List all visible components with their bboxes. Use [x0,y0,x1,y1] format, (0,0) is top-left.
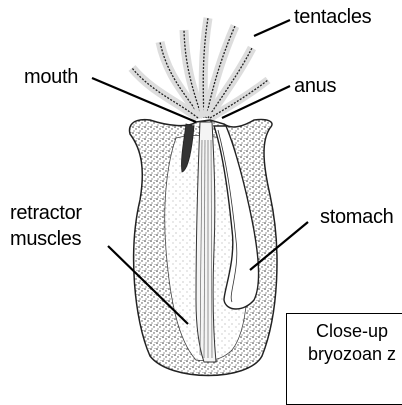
tentacles-label: tentacles [294,6,371,28]
stomach-label: stomach [320,206,394,228]
caption-box: Close-up bryozoan z [286,313,402,405]
anus-label: anus [294,75,336,97]
mouth-label: mouth [24,66,78,88]
caption-line-2: bryozoan z [287,343,402,366]
caption-line-1: Close-up [287,320,402,343]
retractor-muscle-bundle [196,122,216,362]
tentacles-leader-line [254,20,290,36]
retractor-label-line2: muscles [10,228,81,250]
retractor-label-line1: retractor [10,202,82,224]
